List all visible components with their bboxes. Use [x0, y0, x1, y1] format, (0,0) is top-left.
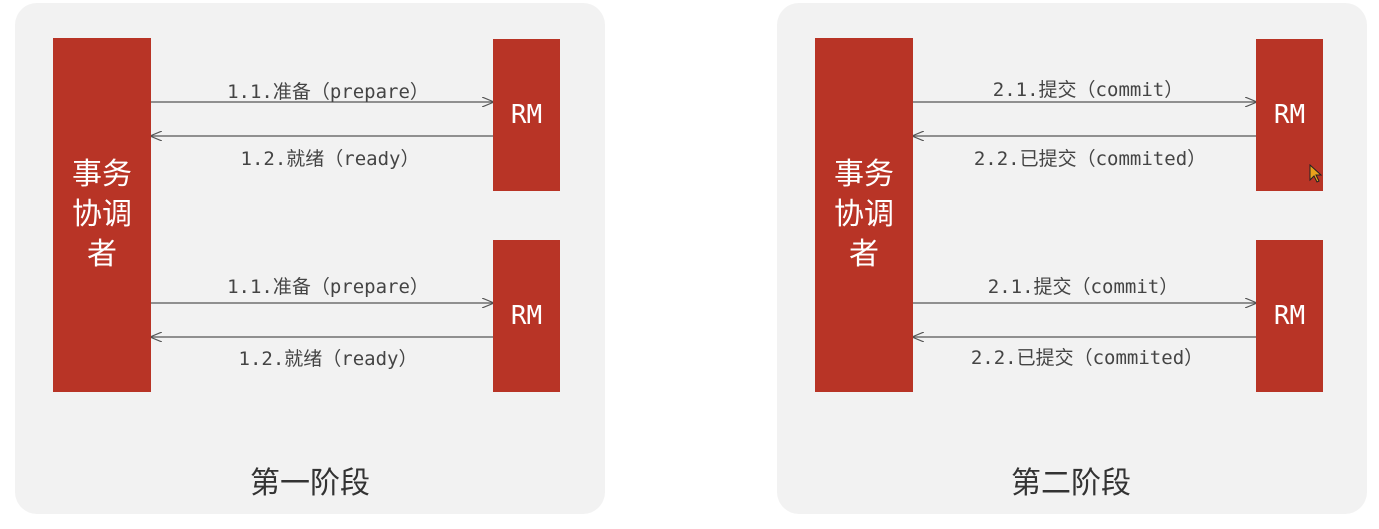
rm-box-top: RM: [1256, 39, 1323, 191]
rm-label: RM: [1273, 301, 1306, 331]
p2-top-request-label: 2.1.提交（commit）: [992, 79, 1184, 101]
p1-bottom-request-label: 1.1.准备（prepare）: [227, 276, 429, 298]
rm-box-top: RM: [493, 39, 560, 191]
transaction-coordinator-box: 事务协调者: [815, 38, 913, 392]
p1-bottom-response-label: 1.2.就绪（ready）: [238, 348, 418, 370]
p1-top-request-label: 1.1.准备（prepare）: [227, 81, 429, 103]
rm-label: RM: [510, 301, 543, 331]
rm-label: RM: [1273, 100, 1306, 130]
p2-bottom-response-label: 2.2.已提交（commited）: [970, 347, 1204, 369]
phase-2-title: 第二阶段: [1011, 466, 1131, 501]
phase-1-title: 第一阶段: [250, 466, 370, 501]
rm-label: RM: [510, 100, 543, 130]
p2-top-response-label: 2.2.已提交（commited）: [973, 148, 1207, 170]
p2-bottom-request-label: 2.1.提交（commit）: [987, 276, 1179, 298]
mouse-cursor-icon: [1309, 164, 1323, 183]
coordinator-label: 事务协调者: [72, 157, 132, 272]
p1-top-response-label: 1.2.就绪（ready）: [240, 148, 420, 170]
coordinator-label: 事务协调者: [834, 157, 894, 272]
transaction-coordinator-box: 事务协调者: [53, 38, 151, 392]
rm-box-bottom: RM: [1256, 240, 1323, 392]
rm-box-bottom: RM: [493, 240, 560, 392]
